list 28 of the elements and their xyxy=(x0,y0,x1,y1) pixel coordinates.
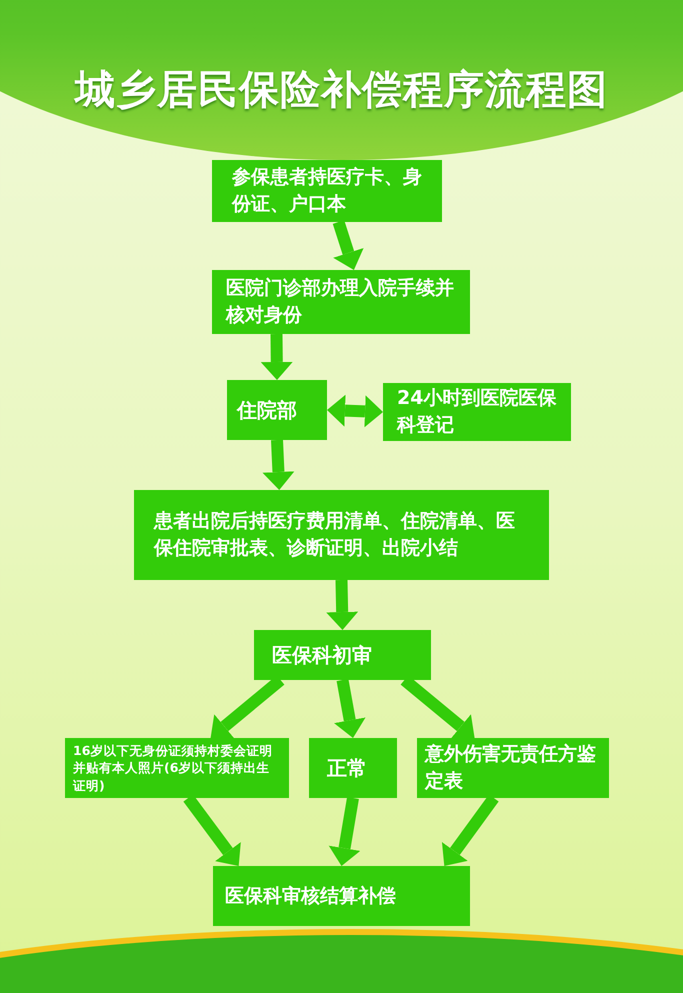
box-text: 参保患者持医疗卡、身份证、户口本 xyxy=(232,165,422,217)
process-box xyxy=(212,160,442,222)
process-box xyxy=(383,383,571,441)
box-text: 意外伤害无责任方鉴定表 xyxy=(425,742,597,794)
box-text: 正常 xyxy=(327,755,367,782)
arrow xyxy=(262,440,294,490)
title: 城乡居民保险补偿程序流程图 xyxy=(72,66,609,115)
arrow xyxy=(332,220,364,270)
box-text: 医保科审核结算补偿 xyxy=(225,884,396,909)
arrow xyxy=(334,678,366,738)
box-text: 住院部 xyxy=(237,397,297,424)
box-text: 24小时到医院医保科登记 xyxy=(397,386,557,438)
arrow xyxy=(260,334,293,380)
process-box xyxy=(65,738,289,798)
arrow xyxy=(328,797,360,866)
process-box xyxy=(417,738,609,798)
process-box xyxy=(309,738,397,798)
box-text: 患者出院后持医疗费用清单、住院清单、医保住院审批表、诊断证明、出院小结 xyxy=(154,509,516,561)
arrow xyxy=(326,580,358,630)
box-text: 医保科初审 xyxy=(272,642,372,669)
box-text: 16岁以下无身份证须持村委会证明并贴有本人照片(6岁以下须持出生证明) xyxy=(73,742,274,794)
box-text: 医院门诊部办理入院手续并核对身份 xyxy=(226,276,455,328)
arrow xyxy=(327,394,383,428)
process-box xyxy=(134,490,549,580)
process-box xyxy=(254,630,431,680)
process-box xyxy=(227,380,327,440)
process-box xyxy=(212,270,470,334)
process-box xyxy=(213,866,470,926)
